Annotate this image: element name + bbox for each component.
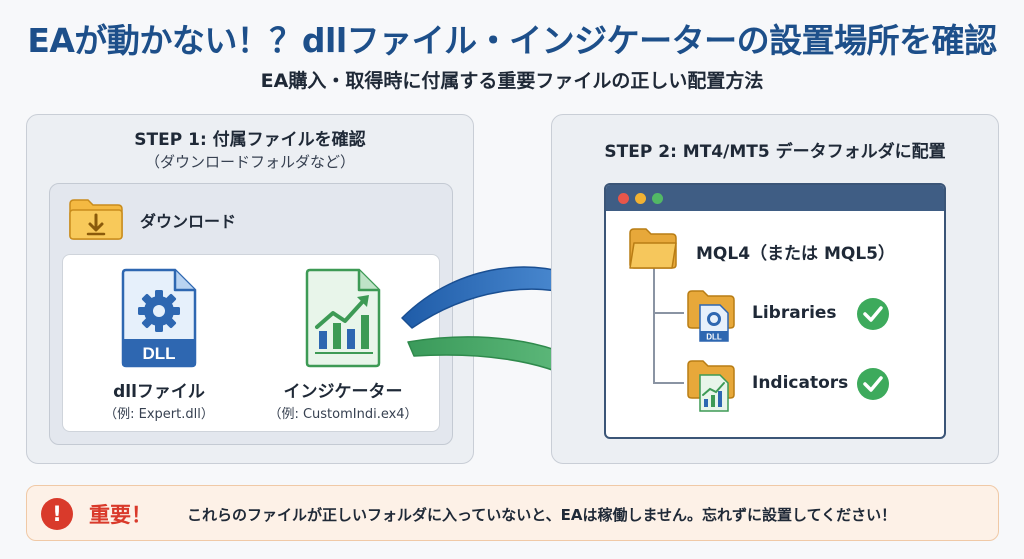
window-close-dot[interactable] [618, 193, 629, 204]
libraries-dll-badge: DLL [706, 333, 722, 342]
download-folder-box: ダウンロード [49, 183, 453, 445]
page-subtitle: EA購入・取得時に付属する重要ファイルの正しい配置方法 [260, 70, 764, 92]
libraries-label: Libraries [752, 303, 837, 323]
indicators-folder-icon [687, 360, 735, 412]
step2-title: STEP 2: MT4/MT5 データフォルダに配置 [604, 142, 946, 162]
step1-title: STEP 1: 付属ファイルを確認 [134, 130, 366, 150]
important-notice: ! 重要！ これらのファイルが正しいフォルダに入っていないと、EAは稼働しません… [26, 485, 999, 541]
indicators-label: Indicators [752, 373, 849, 393]
dll-file-icon: DLL [121, 268, 197, 368]
indicator-file-icon [305, 268, 381, 368]
indicator-file-example: （例: CustomIndi.ex4） [268, 407, 418, 422]
step1-subtitle: （ダウンロードフォルダなど） [144, 153, 355, 171]
window-minimize-dot[interactable] [635, 193, 646, 204]
libraries-folder-icon: DLL [687, 290, 735, 342]
warning-icon: ! [41, 498, 73, 530]
indicator-file-name: インジケーター [283, 382, 403, 402]
download-files-area: DLL dllファイル （例: Expert.dll） インジケーター （例: … [62, 254, 440, 432]
dll-file-name: dllファイル [113, 382, 205, 402]
dll-badge-text: DLL [142, 344, 175, 363]
page-title: EAが動かない！？dllファイル・インジケーターの設置場所を確認 [27, 21, 997, 60]
notice-text: これらのファイルが正しいフォルダに入っていないと、EAは稼働しません。忘れずに設… [187, 506, 897, 524]
download-folder-icon [69, 199, 123, 240]
dll-file-example: （例: Expert.dll） [104, 407, 214, 422]
mql-folder-label: MQL4（または MQL5） [696, 244, 895, 264]
window-maximize-dot[interactable] [652, 193, 663, 204]
indicators-check-icon [857, 368, 889, 400]
notice-heading: 重要！ [89, 503, 152, 527]
download-folder-label: ダウンロード [140, 212, 237, 231]
step2-panel: STEP 2: MT4/MT5 データフォルダに配置 MQL4（または MQL5… [551, 114, 999, 464]
mql-folder-icon [629, 228, 677, 269]
window-titlebar [606, 185, 944, 211]
libraries-check-icon [857, 298, 889, 330]
step1-panel: STEP 1: 付属ファイルを確認 （ダウンロードフォルダなど） ダウンロード [26, 114, 474, 464]
tree-lines [653, 267, 684, 384]
mt-data-folder-window: MQL4（または MQL5） DLL Libraries Indicators [604, 183, 946, 439]
